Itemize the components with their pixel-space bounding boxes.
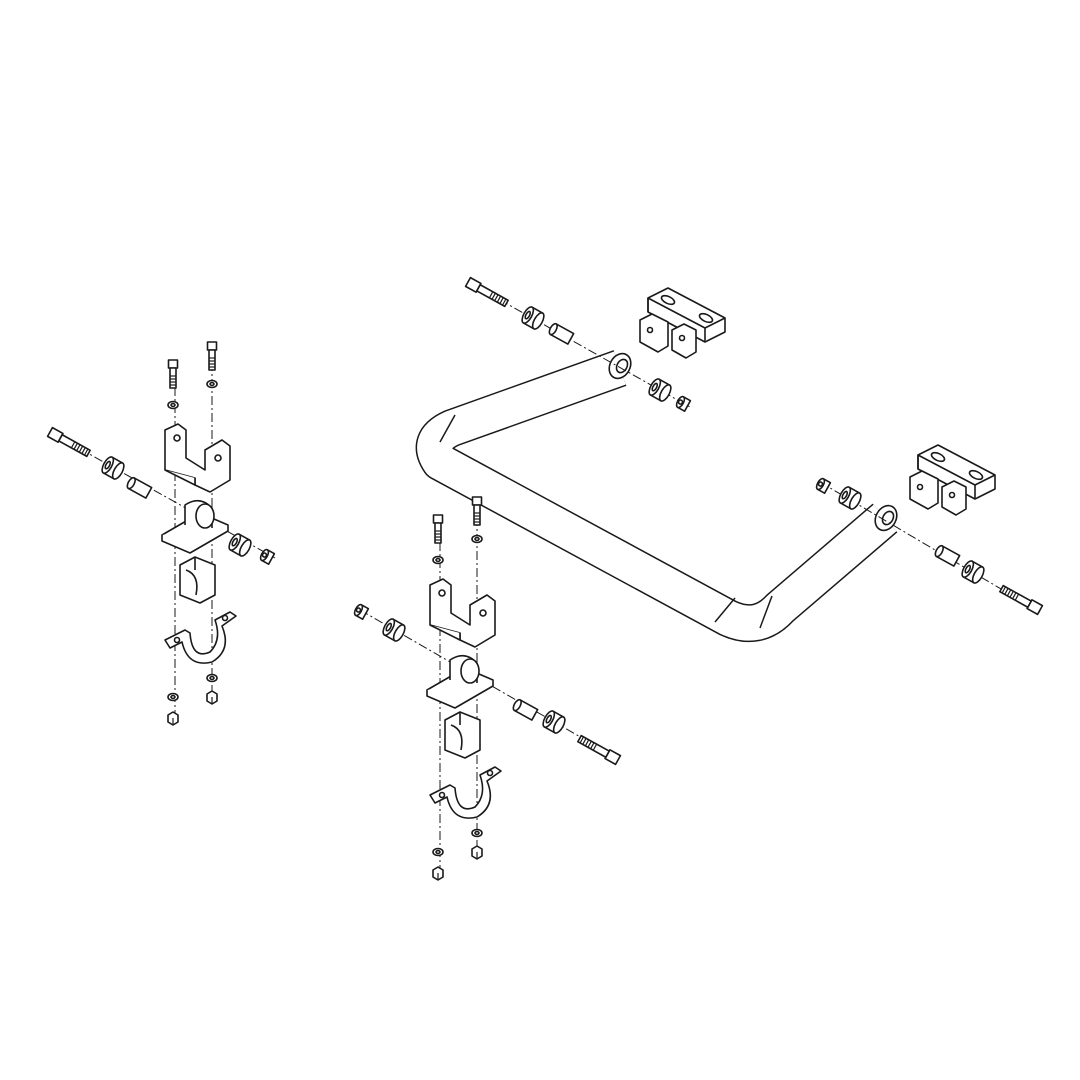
bushing [838, 486, 862, 510]
nut [206, 690, 218, 705]
u-clamp [164, 611, 237, 664]
nut [167, 711, 179, 726]
washer [432, 847, 444, 857]
bolt [46, 426, 91, 458]
bolt [206, 341, 218, 371]
end-link-bracket [639, 287, 726, 359]
bolt [432, 514, 444, 544]
sway-bar [415, 350, 898, 643]
bar-bushing-plate [426, 654, 494, 709]
bolt [471, 496, 483, 526]
washer [167, 692, 179, 702]
bushing [228, 533, 252, 557]
u-clamp [429, 766, 502, 819]
spacer [512, 698, 539, 721]
bar-bushing [179, 556, 216, 604]
nut [471, 845, 483, 860]
washer [432, 555, 444, 565]
spacer [934, 544, 961, 567]
nut [432, 866, 444, 881]
spacer [548, 322, 575, 345]
bar-eye-right [874, 504, 898, 532]
washer [206, 673, 218, 683]
bar-bushing [444, 711, 481, 759]
bushing [382, 618, 406, 642]
washer [471, 534, 483, 544]
bolt [464, 276, 509, 308]
bushing [542, 710, 566, 734]
bushing [101, 456, 125, 480]
bar-bushing-plate [161, 499, 229, 554]
washer [471, 828, 483, 838]
mount-bracket [429, 578, 496, 648]
nut [353, 603, 370, 620]
bushing [521, 306, 545, 330]
bolt [167, 359, 179, 389]
bar-eye-left [608, 352, 632, 380]
bushing [961, 560, 985, 584]
nut [815, 477, 832, 494]
bushing [648, 378, 672, 402]
bolt [577, 734, 622, 766]
mount-bracket [164, 423, 231, 493]
end-link-bracket [909, 444, 996, 516]
bolt [999, 584, 1044, 616]
spacer [126, 476, 153, 499]
washer [206, 379, 218, 389]
nut [675, 395, 692, 412]
axis-line [359, 609, 616, 758]
washer [167, 400, 179, 410]
nut [259, 548, 276, 565]
